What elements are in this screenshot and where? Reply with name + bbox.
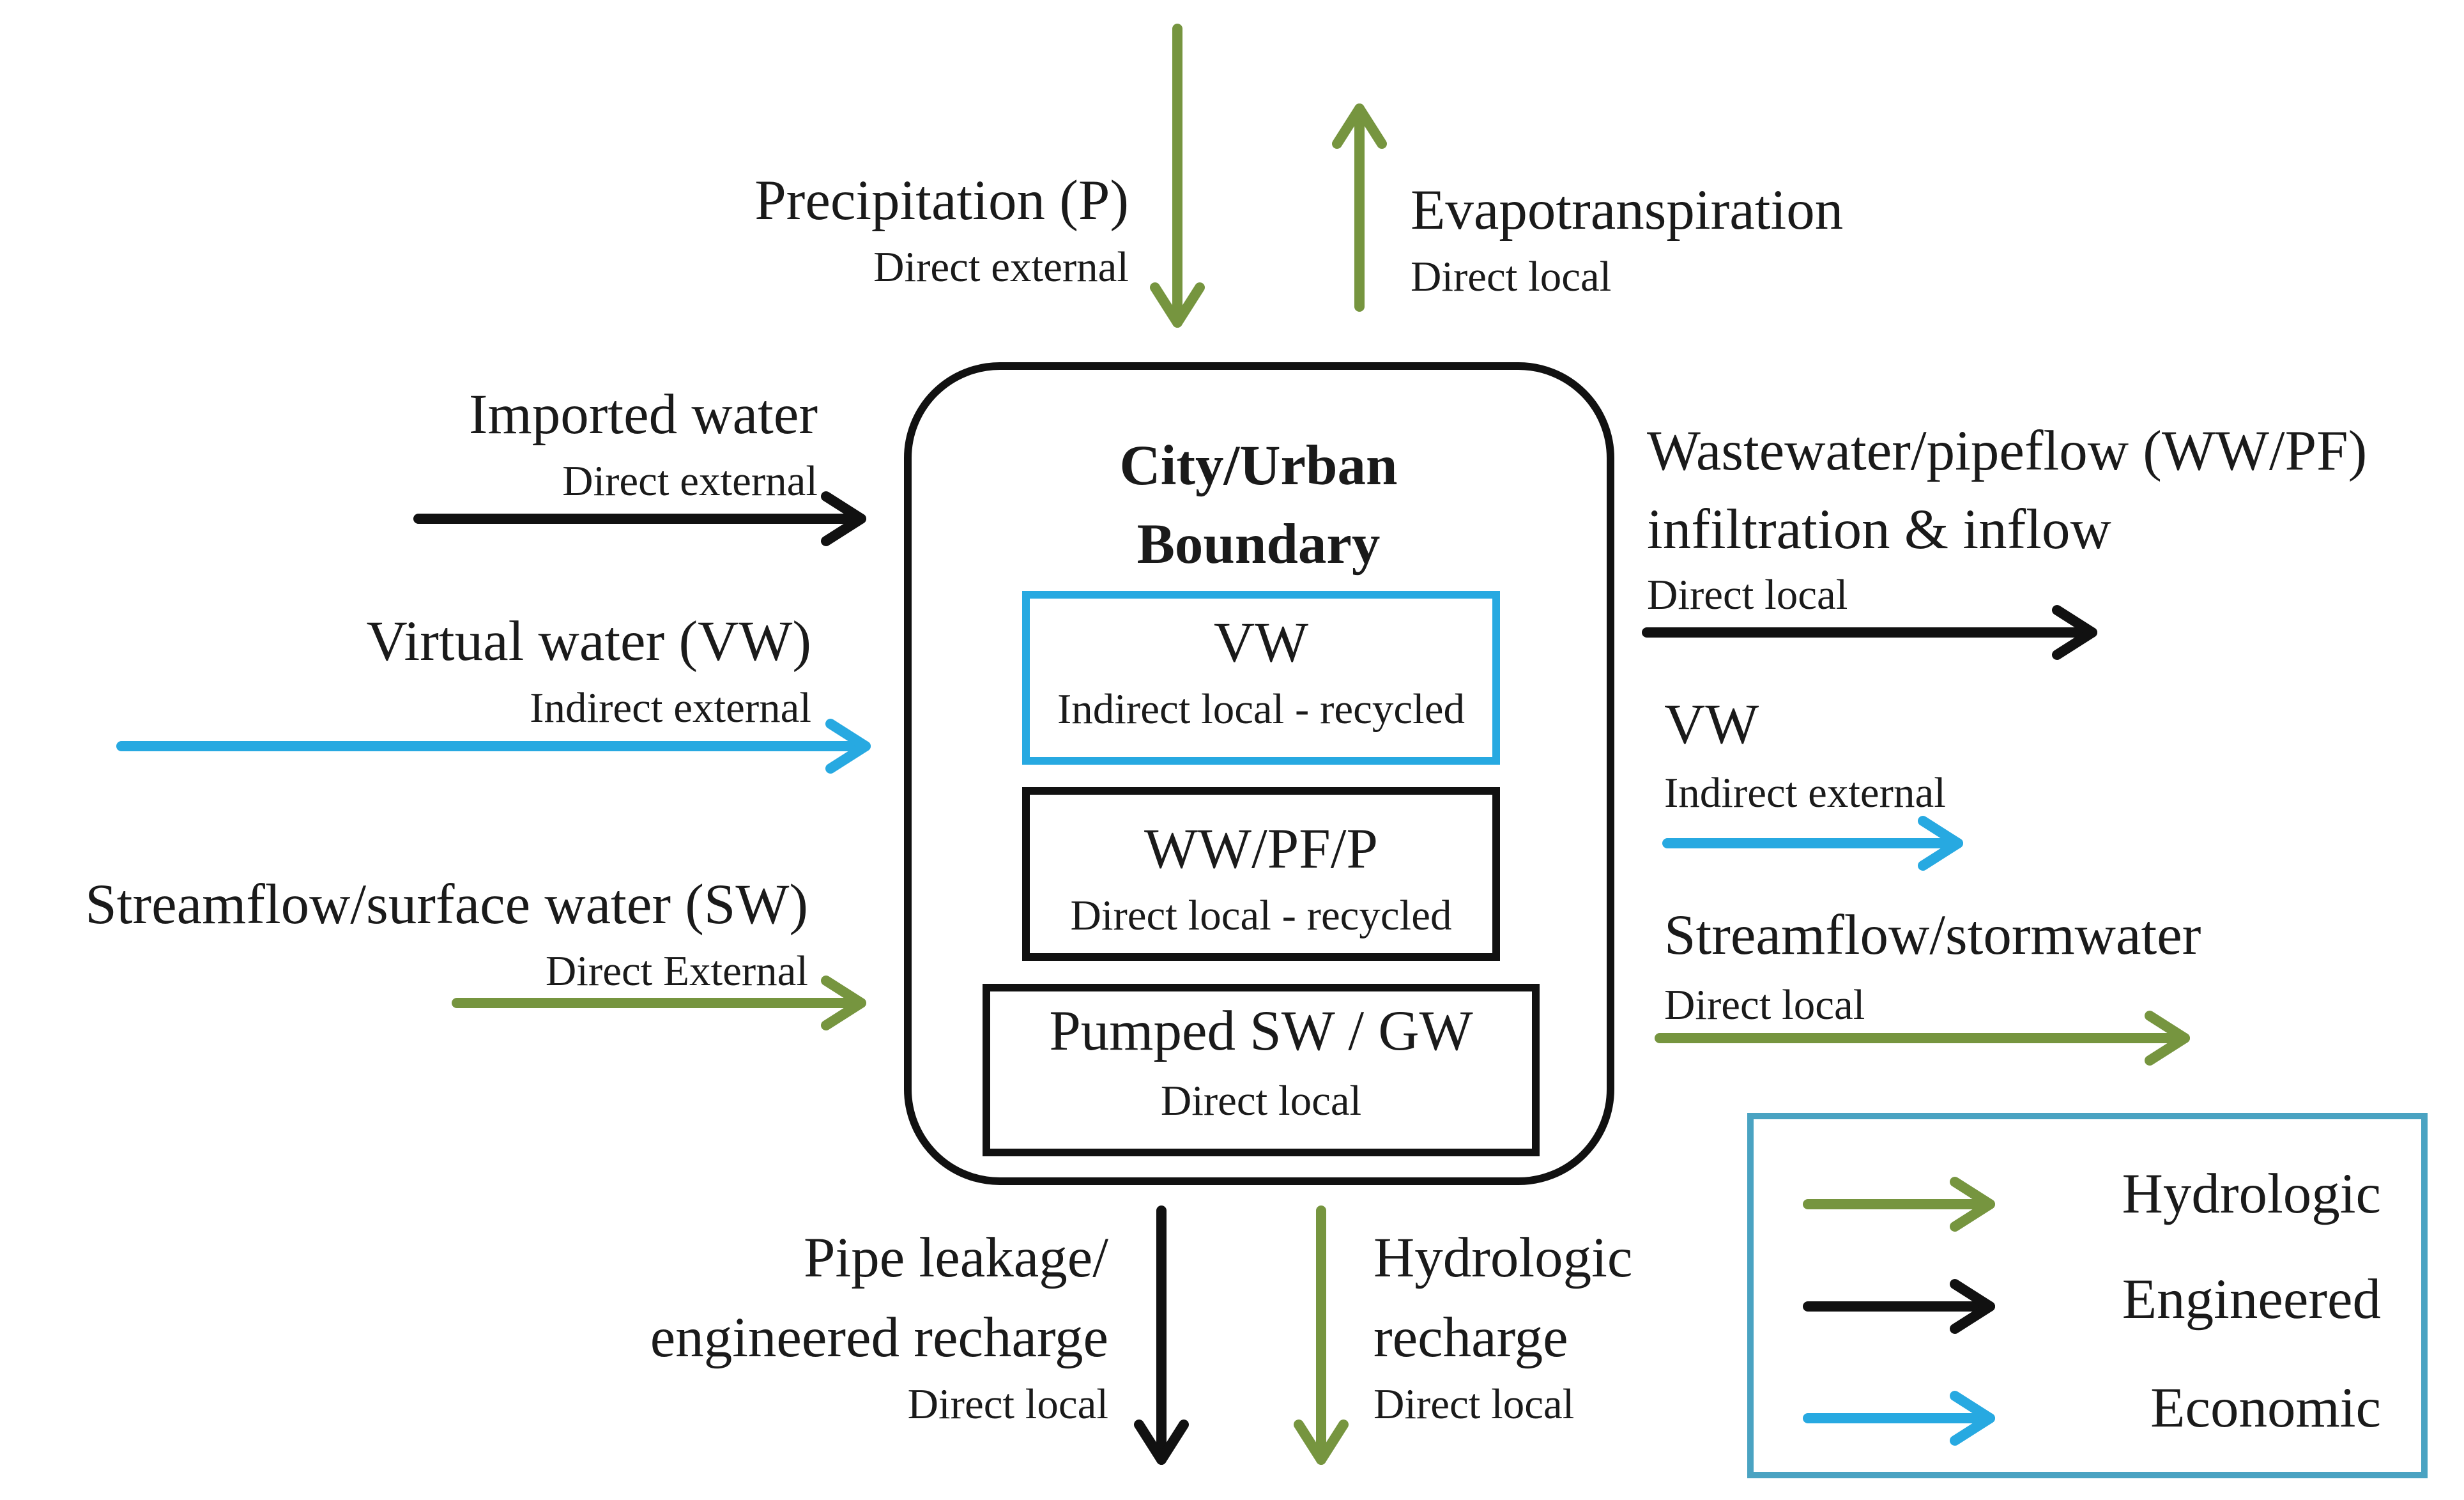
wastewater-out-label-line1: Wastewater/pipeflow (WW/PF) (1647, 420, 2368, 482)
evapotranspiration-arrow (1332, 103, 1387, 312)
wastewater-out-arrow (1642, 605, 2097, 660)
internal-box-ww-pf-p-detail: Direct local - recycled (1070, 892, 1452, 939)
hydrologic-recharge-label-line1: Hydrologic (1374, 1227, 1633, 1289)
pipe-leakage-label-line1: Pipe leakage/ (804, 1227, 1108, 1289)
imported-water-arrow (413, 491, 866, 546)
pipe-leakage-label-line2: engineered recharge (650, 1306, 1108, 1369)
evapotranspiration-detail: Direct local (1411, 253, 1612, 300)
internal-box-ww-pf-p (1022, 787, 1500, 961)
internal-box-ww-pf-p-name: WW/PF/P (1144, 818, 1378, 880)
internal-box-pumped-name: Pumped SW / GW (1049, 1000, 1473, 1062)
virtual-water-in-detail: Indirect external (530, 684, 811, 731)
virtual-water-out-arrow (1662, 816, 1963, 871)
internal-box-pumped (983, 984, 1540, 1156)
imported-water-detail: Direct external (562, 457, 818, 505)
pipe-leakage-arrow (1134, 1205, 1189, 1465)
streamflow-in-detail: Direct External (545, 947, 808, 995)
boundary-title-line1: City/Urban (1119, 434, 1398, 497)
legend-label-hydrologic: Hydrologic (2122, 1163, 2381, 1225)
hydrologic-recharge-label-line2: recharge (1374, 1306, 1568, 1369)
hydrologic-recharge-arrow (1294, 1205, 1349, 1465)
legend (1747, 1113, 2428, 1478)
virtual-water-out-label: VW (1664, 693, 1759, 756)
internal-box-pumped-detail: Direct local (1160, 1077, 1362, 1124)
virtual-water-in-arrow (116, 719, 871, 774)
legend-label-economic: Economic (2150, 1377, 2381, 1439)
precipitation-arrow (1150, 24, 1205, 328)
internal-box-vw (1022, 591, 1500, 765)
streamflow-out-label: Streamflow/stormwater (1664, 904, 2201, 967)
internal-box-vw-detail: Indirect local - recycled (1057, 685, 1465, 733)
precipitation-detail: Direct external (873, 243, 1129, 291)
legend-economic-arrow (1803, 1391, 1995, 1446)
boundary-title-line2: Boundary (1136, 513, 1381, 576)
wastewater-out-label-line2: infiltration & inflow (1647, 498, 2111, 561)
streamflow-in-arrow (452, 976, 866, 1030)
precipitation-label: Precipitation (P) (754, 169, 1129, 232)
virtual-water-in-label: Virtual water (VW) (366, 610, 811, 673)
legend-hydrologic-arrow (1803, 1177, 1995, 1232)
legend-engineered-arrow (1803, 1279, 1995, 1334)
streamflow-out-arrow (1655, 1011, 2190, 1066)
city-boundary (904, 362, 1614, 1185)
wastewater-out-detail: Direct local (1647, 571, 1848, 618)
internal-box-vw-name: VW (1213, 611, 1309, 674)
streamflow-out-detail: Direct local (1664, 981, 1865, 1029)
hydrologic-recharge-detail: Direct local (1374, 1381, 1575, 1428)
evapotranspiration-label: Evapotranspiration (1411, 179, 1844, 241)
pipe-leakage-detail: Direct local (907, 1381, 1108, 1428)
legend-label-engineered: Engineered (2122, 1268, 2381, 1331)
streamflow-in-label: Streamflow/surface water (SW) (85, 873, 808, 936)
virtual-water-out-detail: Indirect external (1664, 769, 1946, 816)
imported-water-label: Imported water (468, 383, 818, 446)
